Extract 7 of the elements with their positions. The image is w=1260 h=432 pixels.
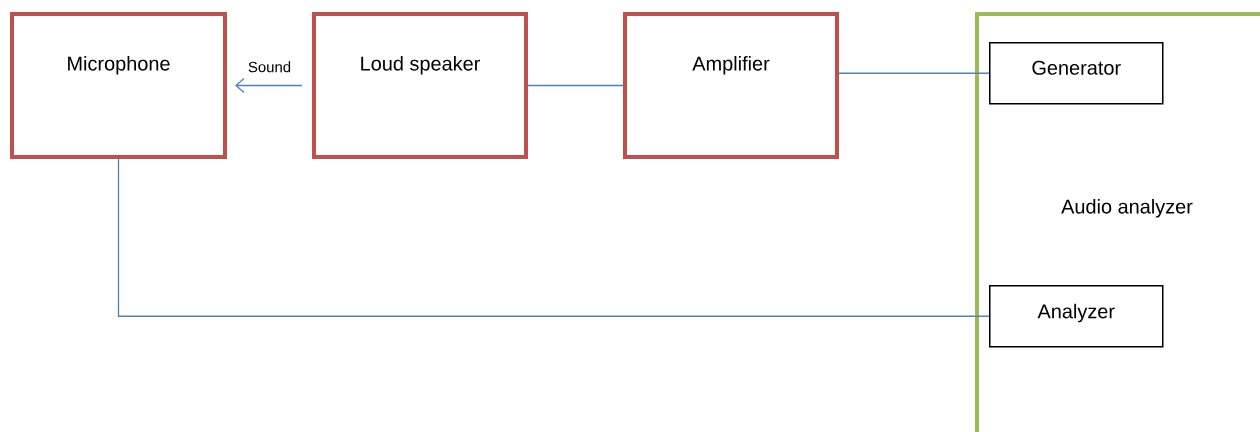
process-box: Generator [989, 42, 1164, 105]
process-box: Loud speaker [312, 12, 528, 159]
process-box: Microphone [10, 12, 227, 159]
edge-label: Sound [246, 60, 293, 74]
arrow [235, 77, 303, 94]
process-box: Amplifier [623, 12, 839, 159]
process-box: Analyzer [989, 285, 1164, 348]
